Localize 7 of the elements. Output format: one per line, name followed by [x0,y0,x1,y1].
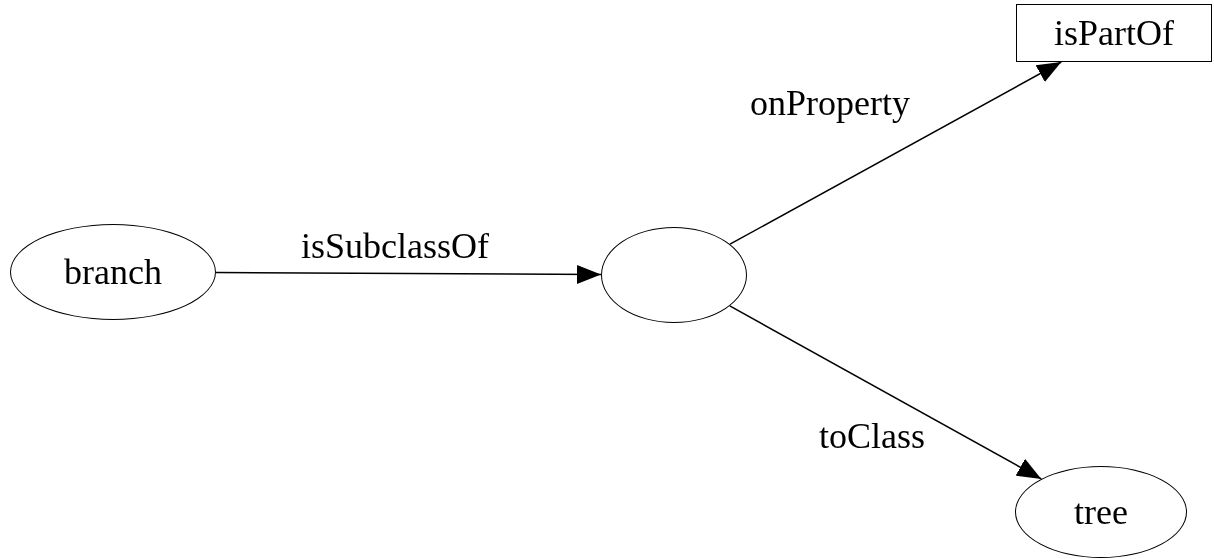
arrow [215,264,602,285]
node-label: tree [1074,491,1128,533]
box-node [1016,4,1212,62]
arrow [729,61,1062,245]
node-label: isPartOf [1054,12,1174,54]
arrow [729,305,1043,480]
node-label: branch [64,251,162,293]
